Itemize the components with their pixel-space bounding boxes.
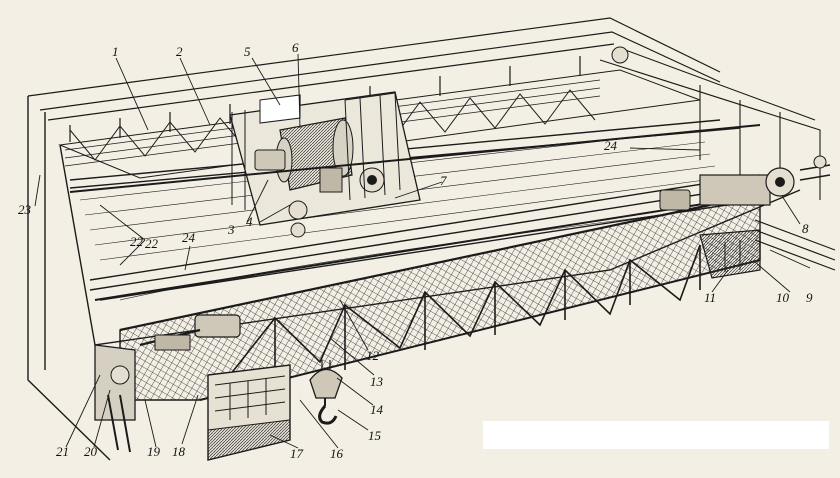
callout-16: 16 <box>330 446 344 461</box>
callout-19: 19 <box>147 444 161 459</box>
callout-23: 23 <box>18 202 32 217</box>
callout-15: 15 <box>368 428 382 443</box>
hook-block <box>309 360 343 425</box>
callout-6: 6 <box>292 40 299 55</box>
callout-9: 9 <box>806 290 813 305</box>
callout-4: 4 <box>246 214 253 229</box>
callout-labels: 1 2 3 4 5 6 7 8 9 10 11 12 13 14 15 16 1… <box>18 40 813 461</box>
near-girder <box>119 197 761 401</box>
callout-17: 17 <box>290 446 304 461</box>
leader-lines <box>34 53 811 449</box>
callout-11: 11 <box>704 290 716 305</box>
callout-8: 8 <box>802 221 809 236</box>
callout-2: 2 <box>176 44 183 59</box>
callout-24a: 24 <box>182 230 196 245</box>
callout-10: 10 <box>776 290 790 305</box>
far-buffer <box>611 46 827 169</box>
callout-22a: 22 <box>130 234 144 249</box>
callout-7: 7 <box>440 173 447 188</box>
callout-3: 3 <box>227 222 235 237</box>
bridge-drive-motor <box>139 314 241 351</box>
trolley <box>229 91 421 238</box>
callout-13: 13 <box>370 374 384 389</box>
callout-1: 1 <box>112 44 119 59</box>
callout-21: 21 <box>56 444 69 459</box>
callout-18: 18 <box>172 444 186 459</box>
callout-24b: 24 <box>604 138 618 153</box>
blank-caption-box <box>483 421 829 449</box>
callout-20: 20 <box>84 444 98 459</box>
callout-5: 5 <box>244 44 251 59</box>
callout-12: 12 <box>366 348 380 363</box>
callout-14: 14 <box>370 402 384 417</box>
right-end-truck <box>659 164 836 271</box>
trolley-gearbox <box>319 167 385 193</box>
right-cabin <box>699 229 761 279</box>
left-end-truck <box>94 344 136 453</box>
callout-22b: 22 <box>145 236 159 251</box>
operator-cabin <box>207 364 291 461</box>
trolley-rails <box>69 124 761 301</box>
trolley-motor <box>254 149 308 238</box>
bridge-frame <box>27 96 801 461</box>
